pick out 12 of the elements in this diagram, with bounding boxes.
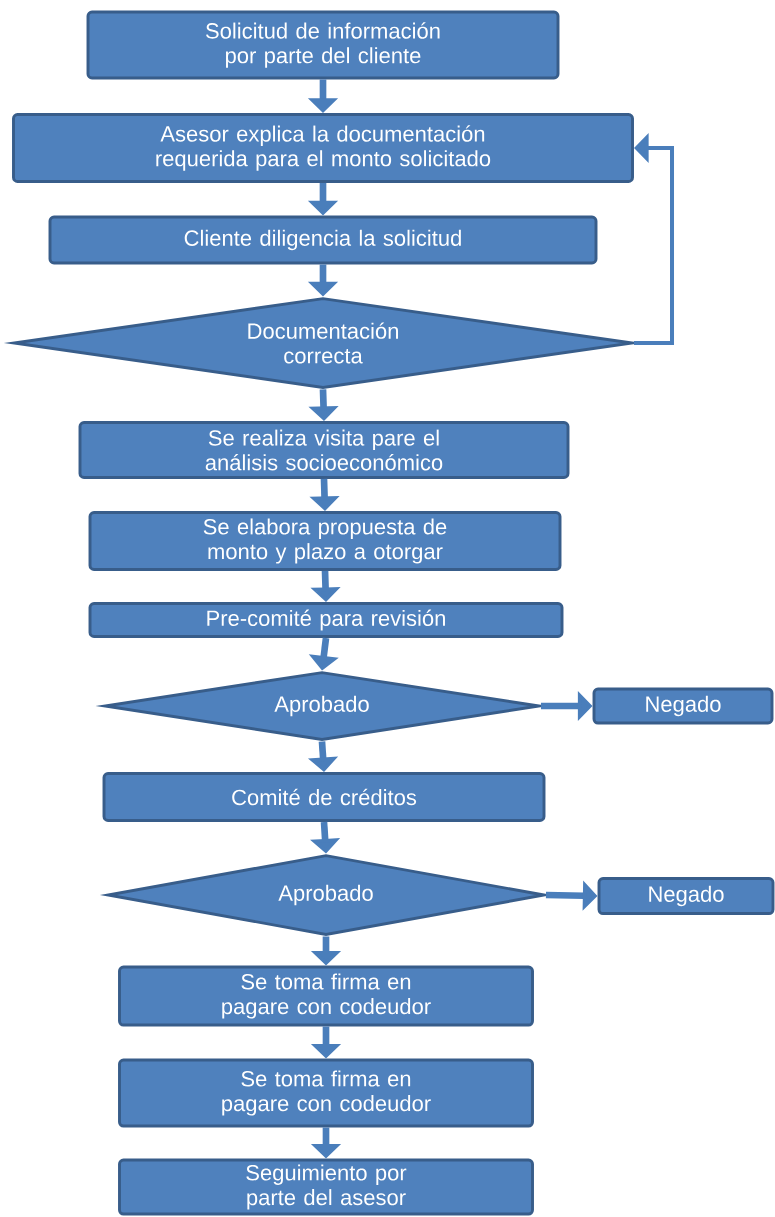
process-box: Comité de créditos bbox=[102, 772, 546, 822]
process-box: Se realiza visita pare el análisis socioeconómico bbox=[78, 421, 570, 479]
process-box: Seguimiento por parte del asesor bbox=[118, 1158, 534, 1216]
process-box: Solicitud de información por parte del cliente bbox=[86, 10, 560, 80]
process-box: Se elabora propuesta de monto y plazo a otorgar bbox=[88, 511, 562, 571]
process-box: Cliente diligencia la solicitud bbox=[48, 215, 598, 265]
process-box: Se toma firma en pagare con codeudor bbox=[118, 965, 534, 1027]
process-box: Negado bbox=[597, 877, 775, 915]
process-box: Pre-comité para revisión bbox=[88, 602, 564, 638]
process-box: Negado bbox=[592, 687, 774, 725]
process-box: Asesor explica la documentación requerida para el monto solicitado bbox=[12, 113, 634, 183]
process-box: Se toma firma en pagare con codeudor bbox=[118, 1058, 534, 1128]
